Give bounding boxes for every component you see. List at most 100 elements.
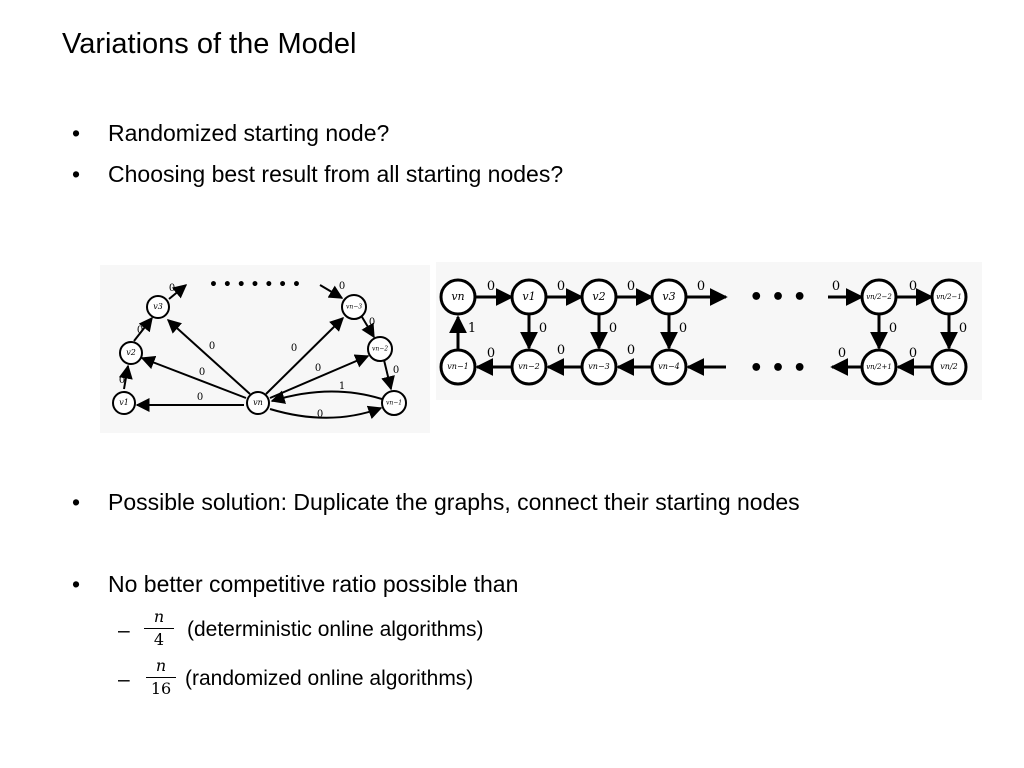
node-v2: [119, 341, 143, 365]
node-v3: [146, 295, 170, 319]
node-label-vn-2: vn−2: [372, 346, 388, 353]
node-label-t4: v3: [662, 290, 675, 303]
edge-label: 0: [315, 363, 321, 374]
node-t4: [650, 278, 688, 316]
left-graph-diagram: v1 v2 v3 vn vn−3 vn−2 vn−1 0 0 0 0 0 0 0…: [100, 265, 430, 433]
node-label-v1: v1: [119, 398, 129, 407]
node-t5: [860, 278, 898, 316]
subitem-deterministic: – n 4 (deterministic online algorithms): [118, 607, 618, 655]
node-label-t1: vn: [451, 290, 464, 303]
node-label-t2: v1: [522, 290, 535, 303]
edge-label: 1: [339, 381, 345, 392]
bullet-text: Randomized starting node?: [108, 120, 390, 146]
edge-label: 0: [169, 283, 175, 294]
fraction-n-over-4: n 4: [144, 607, 174, 650]
edge-label: 0: [909, 346, 917, 361]
sub-dash: –: [118, 668, 130, 691]
edge-label: 0: [609, 321, 617, 336]
subitem-label: (randomized online algorithms): [185, 667, 474, 690]
node-label-t5: vn/2−2: [866, 293, 892, 301]
edge-label: 0: [209, 341, 215, 352]
slide-title: Variations of the Model: [62, 28, 357, 60]
edge-vn-vn2: [269, 354, 370, 399]
edge-label: 0: [838, 346, 846, 361]
node-label-v3: v3: [153, 302, 163, 311]
edge-v1-v2: [118, 364, 133, 390]
fraction-denominator: 16: [150, 679, 172, 698]
node-t1: [439, 278, 477, 316]
node-t2: [510, 278, 548, 316]
sub-dash: –: [118, 619, 130, 642]
bullet-dot: •: [72, 161, 81, 187]
edge-label: 1: [468, 321, 476, 336]
node-label-t6: vn/2−1: [936, 293, 962, 301]
subitem-label: (deterministic online algorithms): [187, 618, 484, 641]
node-b1: [439, 348, 477, 386]
left-graph-edges: [118, 284, 395, 419]
fraction-bar: [146, 677, 176, 678]
node-b3: [580, 348, 618, 386]
edge-label: 0: [393, 365, 399, 376]
node-vn-3: [341, 294, 367, 320]
fraction-numerator: n: [155, 656, 167, 675]
edge-label: 0: [487, 279, 495, 294]
edge-vn3-vn2: [361, 316, 375, 339]
node-b6: [930, 348, 968, 386]
node-vn-2: [367, 336, 393, 362]
edge-label: 0: [909, 279, 917, 294]
edge-label: 0: [889, 321, 897, 336]
node-label-v2: v2: [126, 348, 136, 357]
node-label-vn: vn: [253, 398, 263, 407]
ellipsis-top-row: • • •: [749, 285, 807, 310]
bullet-dot: •: [72, 120, 81, 146]
bullet-dot: •: [72, 489, 81, 515]
edge-label: 0: [627, 343, 635, 358]
bullet-text: Choosing best result from all starting n…: [108, 161, 564, 187]
edge-label: 0: [832, 279, 840, 294]
edge-v3-out: [168, 284, 188, 300]
node-b4: [650, 348, 688, 386]
edge-label: 0: [199, 367, 205, 378]
edge-label: 0: [291, 343, 297, 354]
edge-v2-v3: [133, 316, 153, 342]
edge-label: 0: [197, 392, 203, 403]
fraction-n-over-16: n 16: [146, 656, 176, 699]
node-t6: [930, 278, 968, 316]
edge-in-vn3: [319, 284, 344, 299]
edge-vn2-vn1: [381, 359, 395, 391]
node-label-b6: vn/2: [940, 362, 957, 371]
edge-label: 0: [539, 321, 547, 336]
edge-vn-v2: [140, 355, 247, 399]
fraction-denominator: 4: [153, 630, 165, 649]
edge-vn-vn1: [269, 405, 383, 419]
edge-label: 0: [339, 281, 345, 292]
node-t3: [580, 278, 618, 316]
edge-label: 0: [137, 325, 143, 336]
bullet-text: Possible solution: Duplicate the graphs,…: [108, 489, 800, 515]
right-graph-nodes: [439, 278, 968, 386]
edge-label: 0: [697, 279, 705, 294]
edge-label: 0: [369, 317, 375, 328]
node-v1: [112, 391, 136, 415]
node-label-vn-1: vn−1: [386, 400, 402, 407]
edge-label: 0: [487, 346, 495, 361]
node-vn-1: [381, 390, 407, 416]
right-graph-edges: [449, 288, 958, 376]
edge-label: 0: [317, 409, 323, 420]
edge-vn-v3: [166, 319, 251, 395]
edge-label: 0: [959, 321, 967, 336]
bullet-dot: •: [72, 571, 81, 597]
edge-label: 0: [557, 343, 565, 358]
ellipsis-top: • • • • • • •: [209, 277, 301, 293]
node-label-vn-3: vn−3: [346, 304, 362, 311]
edge-label: 0: [557, 279, 565, 294]
fraction-bar: [144, 628, 174, 629]
edge-label: 0: [119, 375, 125, 386]
edge-vn1-vn: [270, 390, 383, 404]
bullet-text: No better competitive ratio possible tha…: [108, 571, 519, 597]
node-label-b2: vn−2: [518, 362, 539, 371]
edge-label: 0: [679, 321, 687, 336]
edge-label: 0: [627, 279, 635, 294]
node-label-t3: v2: [592, 290, 605, 303]
ellipsis-bottom-row: • • •: [749, 356, 807, 381]
